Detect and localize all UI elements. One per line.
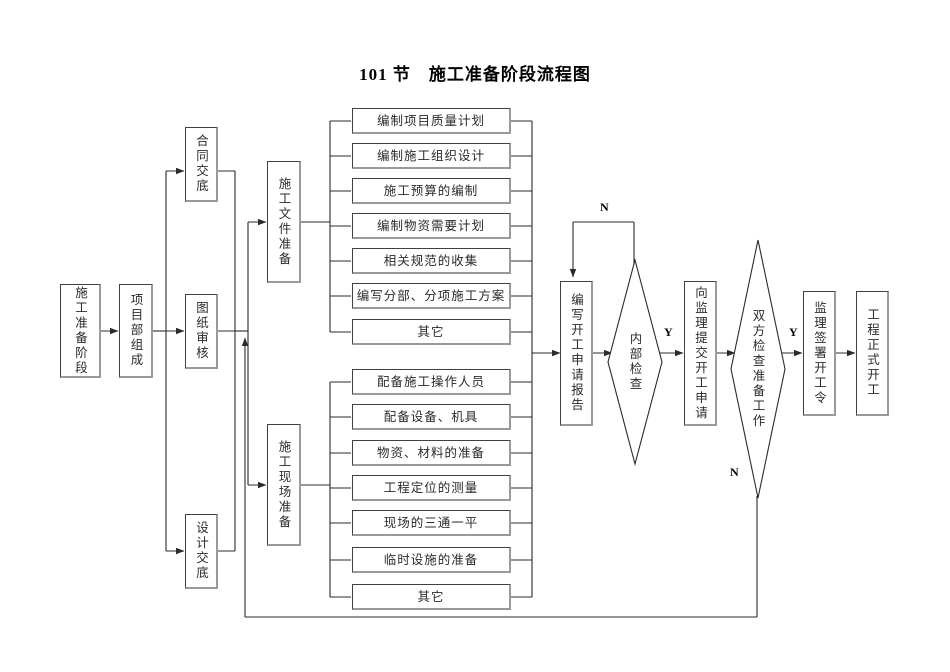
decision-internal-check-label: 内部检查 (627, 332, 642, 392)
node-official-start[interactable]: 工程正式开工 (856, 291, 889, 416)
node-project-team[interactable]: 项目部组成 (119, 284, 153, 378)
edge-label-y-both: Y (789, 325, 798, 339)
list-item-doc-3[interactable]: 编制物资需要计划 (352, 213, 511, 239)
list-item-doc-5[interactable]: 编写分部、分项施工方案 (352, 283, 511, 309)
edge-label-n-both: N (730, 465, 739, 479)
edge-label-y-internal: Y (664, 325, 673, 339)
list-item-site-3[interactable]: 工程定位的测量 (352, 475, 511, 501)
node-drawing-review[interactable]: 图纸审核 (185, 294, 218, 369)
list-item-doc-4[interactable]: 相关规范的收集 (352, 248, 511, 274)
decision-both-check-label: 双方检查准备工作 (750, 309, 765, 429)
list-item-doc-2[interactable]: 施工预算的编制 (352, 178, 511, 204)
list-item-doc-6[interactable]: 其它 (352, 319, 511, 345)
node-site-preparation[interactable]: 施工现场准备 (267, 424, 301, 546)
list-item-site-6[interactable]: 其它 (352, 584, 511, 610)
list-item-site-2[interactable]: 物资、材料的准备 (352, 440, 511, 466)
edge-label-n-internal: N (600, 200, 609, 214)
list-item-site-4[interactable]: 现场的三通一平 (352, 510, 511, 536)
node-design-briefing[interactable]: 设计交底 (185, 514, 218, 589)
list-item-site-0[interactable]: 配备施工操作人员 (352, 369, 511, 395)
node-write-application[interactable]: 编写开工申请报告 (560, 281, 593, 426)
list-item-site-5[interactable]: 临时设施的准备 (352, 547, 511, 573)
node-sign-work-order[interactable]: 监理签署开工令 (803, 291, 836, 416)
node-submit-application[interactable]: 向监理提交开工申请 (684, 281, 717, 426)
page-title: 101 节 施工准备阶段流程图 (359, 65, 591, 84)
decision-internal-check-shape[interactable] (606, 258, 664, 466)
list-item-site-1[interactable]: 配备设备、机具 (352, 404, 511, 430)
list-item-doc-1[interactable]: 编制施工组织设计 (352, 143, 511, 169)
node-document-preparation[interactable]: 施工文件准备 (267, 161, 301, 283)
list-item-doc-0[interactable]: 编制项目质量计划 (352, 108, 511, 134)
decision-both-check-shape[interactable] (729, 238, 787, 500)
node-contract-briefing[interactable]: 合同交底 (185, 127, 218, 202)
node-start[interactable]: 施工准备阶段 (60, 284, 101, 378)
